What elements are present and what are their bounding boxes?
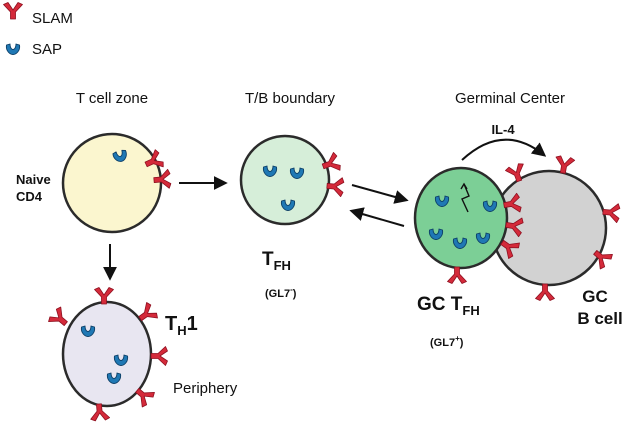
tfh-marker-close: ) xyxy=(293,288,297,300)
gc-tfh-marker-close: ) xyxy=(460,337,464,349)
il4-label: IL-4 xyxy=(491,122,515,137)
slam-receptor-icon xyxy=(3,2,23,20)
legend-label-sap: SAP xyxy=(32,41,62,58)
naive-cd4-cell: Naive CD4 xyxy=(16,132,172,234)
th1-label-main: T xyxy=(165,313,177,335)
svg-text:(GL7+): (GL7+) xyxy=(430,334,464,349)
zone-heading-tb-boundary: T/B boundary xyxy=(245,90,336,107)
tfh-marker: (GL7 xyxy=(265,288,290,300)
zone-heading-t-cell: T cell zone xyxy=(76,90,148,107)
gc-tfh-marker-sup: + xyxy=(455,334,460,343)
svg-text:(GL7-): (GL7-) xyxy=(265,285,297,300)
tfh-marker-sup: - xyxy=(290,285,293,294)
tfh-label: TFH (GL7-) xyxy=(262,249,297,300)
svg-text:GC TFH: GC TFH xyxy=(417,294,480,318)
arrow-il4 xyxy=(461,138,547,161)
signal-bolt-icon xyxy=(461,183,470,213)
sap-adaptor-icon xyxy=(5,43,21,55)
gc-tfh-label: GC TFH (GL7+) xyxy=(417,294,480,349)
slam-icon xyxy=(535,283,555,301)
gc-b-label-line2: B cell xyxy=(577,309,622,328)
legend-label-slam: SLAM xyxy=(32,10,73,27)
cd4-label: CD4 xyxy=(16,189,43,204)
gc-tfh-label-sub: FH xyxy=(462,303,479,318)
arrow-gc-to-tfh xyxy=(349,207,405,227)
periphery-label: Periphery xyxy=(173,380,238,397)
tfh-cell xyxy=(239,134,345,226)
gc-tfh-marker: (GL7 xyxy=(430,337,455,349)
legend: SLAM SAP xyxy=(3,2,73,58)
naive-label: Naive xyxy=(16,172,51,187)
th1-label-suffix: 1 xyxy=(187,313,198,335)
gc-tfh-cell xyxy=(413,166,525,284)
gc-tfh-label-main: GC T xyxy=(417,294,463,315)
tfh-label-sub: FH xyxy=(274,258,291,273)
gc-b-label-line1: GC xyxy=(582,287,608,306)
th1-label: TH1 xyxy=(165,313,198,338)
th1-label-sub: H xyxy=(177,323,186,338)
slam-icon xyxy=(150,346,168,366)
tfh-label-main: T xyxy=(262,249,274,270)
zone-heading-germinal-center: Germinal Center xyxy=(455,90,565,107)
svg-text:TFH: TFH xyxy=(262,249,291,273)
slam-icon xyxy=(447,266,467,284)
svg-text:TH1: TH1 xyxy=(165,313,198,338)
th1-cell xyxy=(46,287,168,422)
arrow-tfh-to-gc xyxy=(351,184,409,204)
